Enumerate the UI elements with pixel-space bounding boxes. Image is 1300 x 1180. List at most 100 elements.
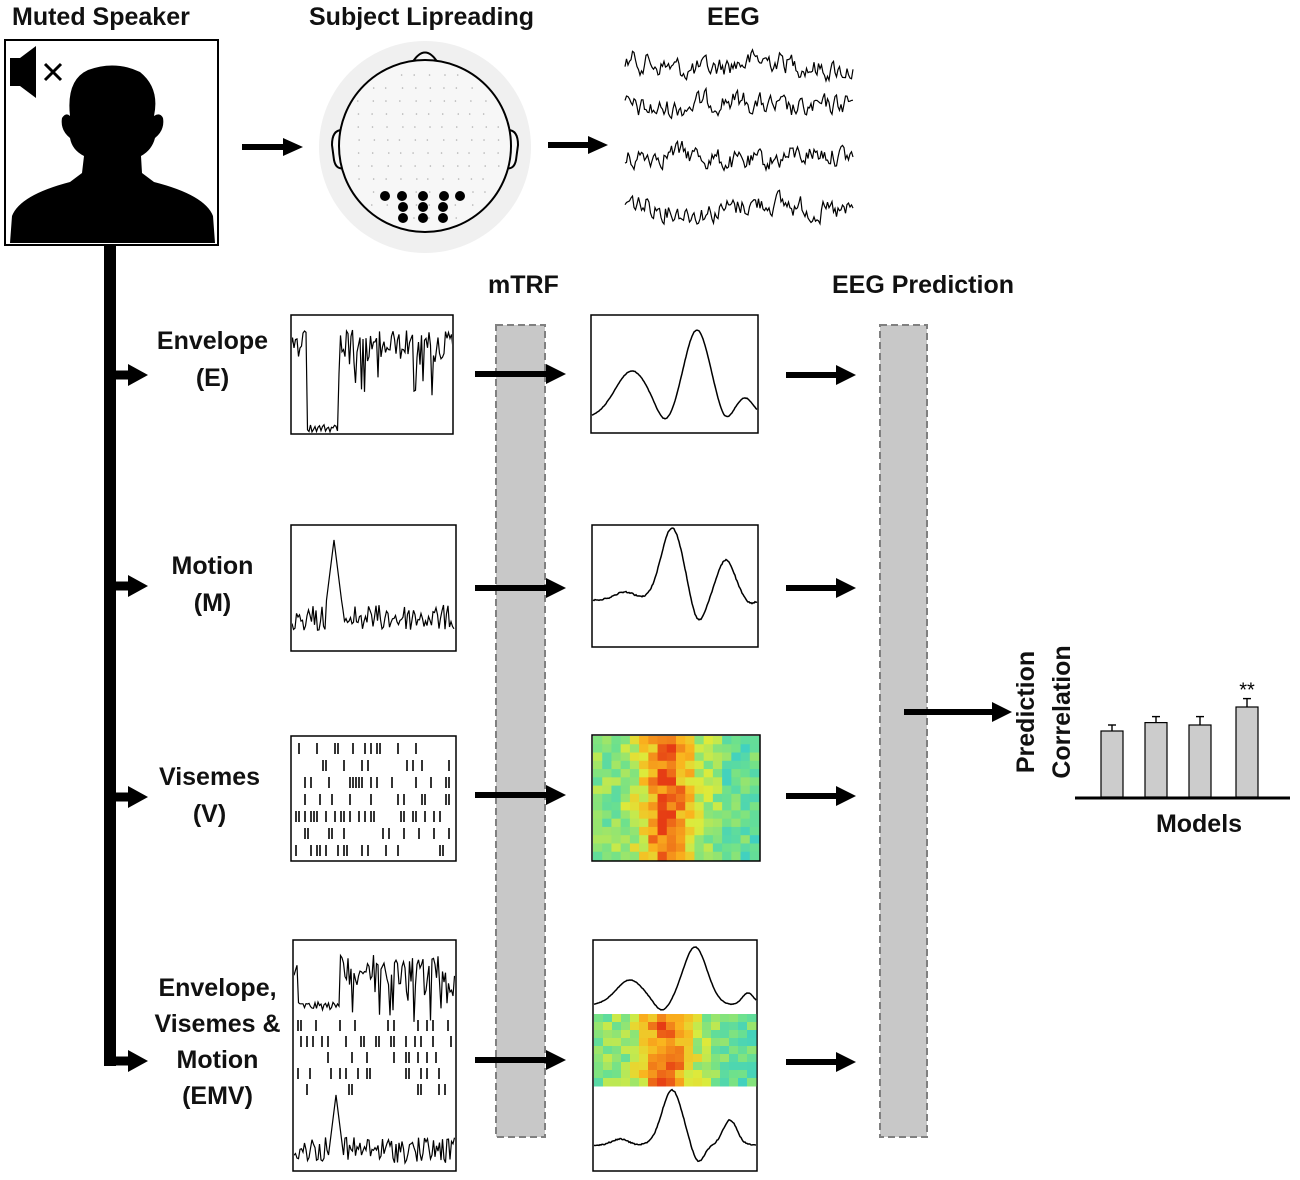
heatmap-cell [720, 1078, 730, 1087]
heatmap-cell [666, 769, 677, 778]
heatmap-cell [731, 769, 742, 778]
heatmap-cell [648, 785, 659, 795]
heatmap-cell [722, 760, 732, 770]
heatmap-cell [603, 1046, 613, 1055]
heatmap-cell [731, 760, 742, 770]
heatmap-cell [749, 777, 760, 787]
heatmap-cell [630, 1046, 640, 1055]
scalp-dot [471, 87, 473, 89]
heatmap-cell [693, 1062, 703, 1071]
heatmap-cell [747, 1070, 757, 1079]
heatmap-cell [630, 1014, 640, 1023]
heatmap-cell [657, 1070, 667, 1079]
heatmap-cell [729, 1070, 739, 1079]
heatmap-cell [603, 1062, 613, 1071]
heatmap-cell [657, 785, 668, 795]
heatmap-cell [729, 1038, 739, 1047]
model-label-motion: Motion (M) [140, 548, 285, 622]
heatmap-cell [702, 1046, 712, 1055]
heatmap-cell [648, 793, 659, 803]
scalp-dot [454, 204, 457, 206]
heatmap-cell [685, 736, 695, 745]
heatmap-cell [621, 1054, 631, 1063]
heatmap-cell [666, 793, 677, 803]
heatmap-cell [676, 785, 686, 795]
heatmap-cell [594, 1054, 604, 1063]
heatmap-cell [685, 851, 695, 861]
heatmap-cell [693, 1046, 703, 1055]
heatmap-cell [602, 760, 612, 770]
heatmap-cell [620, 785, 631, 795]
mtrf-title: mTRF [488, 271, 559, 299]
heatmap-cell [747, 1022, 757, 1031]
heatmap-cell [603, 1078, 613, 1087]
heatmap-cell [747, 1054, 757, 1063]
model-label-line: Envelope [156, 327, 269, 355]
heatmap-cell [693, 1022, 703, 1031]
heatmap-cell [676, 752, 686, 762]
arrow-trf-to-prediction-visemes [786, 786, 856, 806]
heatmap-cell [639, 736, 649, 745]
heatmap-cell [629, 802, 640, 811]
scalp-dot [384, 87, 387, 89]
heatmap-cell [740, 752, 751, 762]
heatmap-cell [675, 1014, 685, 1023]
heatmap-cell [702, 1054, 712, 1063]
heatmap-cell [712, 810, 723, 820]
arrow-trf-to-prediction-envelope [786, 365, 856, 385]
heatmap-cell [738, 1038, 748, 1047]
scalp-dot [468, 152, 470, 154]
scalp-dot [482, 113, 485, 115]
scalp-dot [401, 87, 404, 89]
heatmap-cell [657, 1014, 667, 1023]
heatmap-cell [740, 760, 751, 770]
scalp-dot [399, 152, 402, 154]
heatmap-cell [630, 1070, 640, 1079]
heatmap-cell [703, 769, 714, 778]
heatmap-cell [602, 843, 612, 853]
heatmap-cell [676, 802, 686, 811]
viseme-raster [295, 743, 450, 856]
scalp-background-dots [356, 74, 500, 219]
heatmap-cell [731, 802, 742, 811]
heatmap-cell [621, 1046, 631, 1055]
heatmap-cell [740, 843, 751, 853]
heatmap-cell [594, 1030, 604, 1039]
heatmap-cell [620, 826, 631, 836]
scalp-dot [415, 204, 418, 206]
heatmap-cell [712, 785, 723, 795]
heatmap-cell [731, 826, 742, 836]
heatmap-cell [738, 1014, 748, 1023]
heatmap-cell [666, 1070, 676, 1079]
heatmap-cell [729, 1046, 739, 1055]
heatmap-cell [611, 802, 622, 811]
input-panel-motion [290, 524, 457, 652]
heatmap-cell [639, 810, 649, 820]
scalp-dot [457, 113, 460, 115]
heatmap-cell [694, 769, 705, 778]
heatmap-cell [740, 777, 751, 787]
heatmap-cell [749, 810, 760, 820]
heatmap-cell [675, 1038, 685, 1047]
scalp-dot [455, 126, 458, 128]
heatmap-cell [611, 843, 622, 853]
heatmap-cell [648, 769, 659, 778]
heatmap-cell [740, 744, 751, 754]
scalp-dot [416, 178, 418, 180]
arrow-trf-to-prediction-motion [786, 578, 856, 598]
heatmap-cell [621, 1014, 631, 1023]
scalp-dot [414, 126, 416, 128]
heatmap-cell [685, 769, 695, 778]
heatmap-cell [720, 1062, 730, 1071]
heatmap-cell [731, 744, 742, 754]
heatmap-cell [629, 851, 640, 861]
heatmap-cell [722, 736, 732, 745]
heatmap-cell [602, 818, 612, 828]
scalp-dot [429, 87, 432, 89]
heatmap-cell [621, 1030, 631, 1039]
model-label-line: Motion [176, 1046, 259, 1074]
heatmap-cell [648, 1030, 658, 1039]
scalp-dot [497, 126, 500, 128]
scalp-dot [429, 165, 432, 167]
mtrf-column [495, 324, 546, 1138]
